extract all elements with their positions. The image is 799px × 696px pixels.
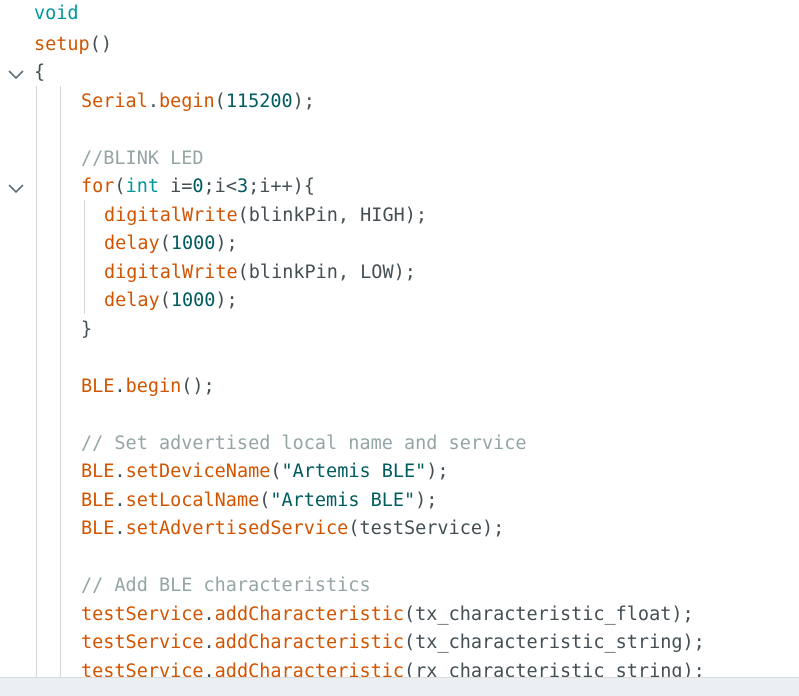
code-line[interactable]: testService.addCharacteristic(tx_charact… [81,629,705,657]
code-token: setAdvertisedService [125,518,349,539]
code-line[interactable]: digitalWrite(blinkPin, HIGH); [104,202,427,230]
code-line[interactable]: // Add BLE characteristics [81,572,371,600]
code-token: ;i++){ [248,176,315,197]
code-token: i= [158,176,193,197]
code-token: 1000 [170,290,216,311]
code-token: ( [114,176,126,197]
horizontal-scrollbar[interactable] [0,677,799,696]
code-line[interactable]: testService.addCharacteristic(rx_charact… [81,658,705,686]
code-token: //BLINK LED [81,148,204,169]
code-token: . [114,376,126,397]
code-token: (rx_characteristic_string); [404,661,705,682]
code-token: begin [125,376,182,397]
code-token: 3 [236,176,249,197]
code-line[interactable]: Serial.begin(115200); [81,88,315,116]
code-token: (tx_characteristic_string); [404,632,705,653]
code-token: ( [259,490,271,511]
code-token: // Set advertised local name and service [81,433,527,454]
code-token: testService [81,632,204,653]
code-token: addCharacteristic [214,661,405,682]
code-token: Serial [81,91,148,112]
code-line[interactable]: digitalWrite(blinkPin, LOW); [104,259,416,287]
code-token: int [125,176,159,197]
code-token: BLE [81,518,115,539]
code-token: void [34,3,79,24]
code-line[interactable]: delay(1000); [104,287,238,315]
code-token: ( [270,461,282,482]
code-line[interactable]: BLE.setLocalName("Artemis BLE"); [81,487,437,515]
code-token: testService [81,604,204,625]
code-token: (); [181,376,215,397]
code-token: addCharacteristic [214,604,405,625]
code-token: BLE [81,490,115,511]
code-token: . [203,632,215,653]
code-line[interactable]: BLE.begin(); [81,373,215,401]
code-token: digitalWrite [104,262,238,283]
code-token: testService [81,661,204,682]
code-token: begin [158,91,215,112]
code-token: setup [34,34,90,55]
code-token: delay [104,290,160,311]
code-token: (blinkPin, LOW); [237,262,416,283]
code-line[interactable]: BLE.setDeviceName("Artemis BLE"); [81,458,449,486]
code-line[interactable]: // Set advertised local name and service [81,430,527,458]
code-line[interactable]: BLE.setAdvertisedService(testService); [81,515,504,543]
code-token: (testService); [348,518,505,539]
code-token: ); [426,461,449,482]
code-token: setLocalName [125,490,260,511]
code-token: delay [104,233,160,254]
code-line[interactable]: testService.addCharacteristic(tx_charact… [81,601,694,629]
code-line[interactable]: setup() [34,31,112,59]
code-token: 1000 [170,233,216,254]
code-token: () [89,34,112,55]
code-token: } [81,319,93,340]
code-token: ); [215,290,238,311]
code-token: ( [159,233,171,254]
indent-guide [60,86,61,680]
code-token: 115200 [225,91,293,112]
chevron-down-icon[interactable] [6,67,26,81]
code-token: ); [292,91,315,112]
code-token: // Add BLE characteristics [81,575,371,596]
code-token: ( [214,91,226,112]
code-line[interactable]: //BLINK LED [81,145,204,173]
code-token: . [203,661,215,682]
code-token: BLE [81,376,115,397]
code-token: setDeviceName [125,461,271,482]
code-token: digitalWrite [104,205,238,226]
code-token: "Artemis BLE" [281,461,427,482]
code-token: BLE [81,461,115,482]
code-token: . [114,518,126,539]
code-token: . [114,490,126,511]
code-token: "Artemis BLE" [270,490,416,511]
code-line[interactable]: for(int i=0;i<3;i++){ [81,173,315,201]
fold-gutter [0,0,30,680]
code-token: ); [415,490,438,511]
chevron-down-icon[interactable] [6,181,26,195]
code-token: ( [159,290,171,311]
code-line[interactable]: { [34,59,45,87]
code-token: (blinkPin, HIGH); [237,205,428,226]
indent-guide [36,86,37,680]
code-line[interactable]: void [34,0,79,28]
code-token: 0 [192,176,204,197]
code-token: addCharacteristic [214,632,405,653]
code-token: (tx_characteristic_float); [404,604,694,625]
code-token: . [147,91,159,112]
code-line[interactable]: } [81,316,92,344]
code-token: { [34,62,46,83]
code-token: ); [215,233,238,254]
code-token: . [203,604,215,625]
code-token: ;i< [203,176,237,197]
code-token: for [81,176,115,197]
code-token: . [114,461,126,482]
code-line[interactable]: delay(1000); [104,230,238,258]
indent-guide [84,200,85,314]
